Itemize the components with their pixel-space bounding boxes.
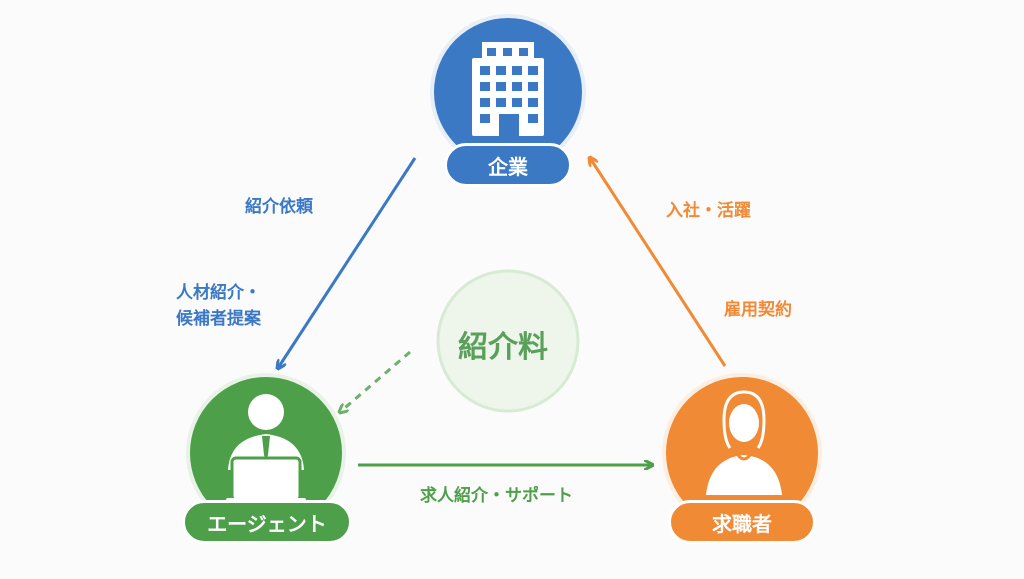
arrow-company-to-agent [278, 157, 417, 368]
edge-label-talent-proposal-line1: 人材紹介・ [176, 283, 261, 303]
edge-label-referral-request: 紹介依頼 [245, 197, 313, 217]
person-with-laptop-icon [226, 394, 306, 504]
agent-label: エージェント [207, 511, 327, 536]
company-label-pill: 企業 [444, 143, 572, 187]
fee-label: 紹介料 [458, 330, 548, 365]
seeker-label-pill: 求職者 [668, 500, 816, 544]
company-node [430, 14, 586, 170]
office-building-icon [472, 42, 544, 136]
seeker-node [662, 373, 822, 533]
female-person-icon [706, 390, 782, 495]
arrow-fee-to-agent [340, 350, 411, 412]
seeker-label: 求職者 [712, 511, 772, 536]
agent-label-pill: エージェント [182, 500, 352, 544]
edge-label-employment-contract: 雇用契約 [724, 300, 792, 320]
edge-label-job-support: 求人紹介・サポート [420, 486, 573, 506]
arrow-seeker-to-company [590, 158, 727, 367]
edge-label-join-active: 入社・活躍 [666, 201, 751, 221]
edge-label-talent-proposal-line2: 候補者提案 [176, 309, 261, 329]
company-label: 企業 [488, 154, 528, 179]
fee-circle [436, 269, 580, 413]
